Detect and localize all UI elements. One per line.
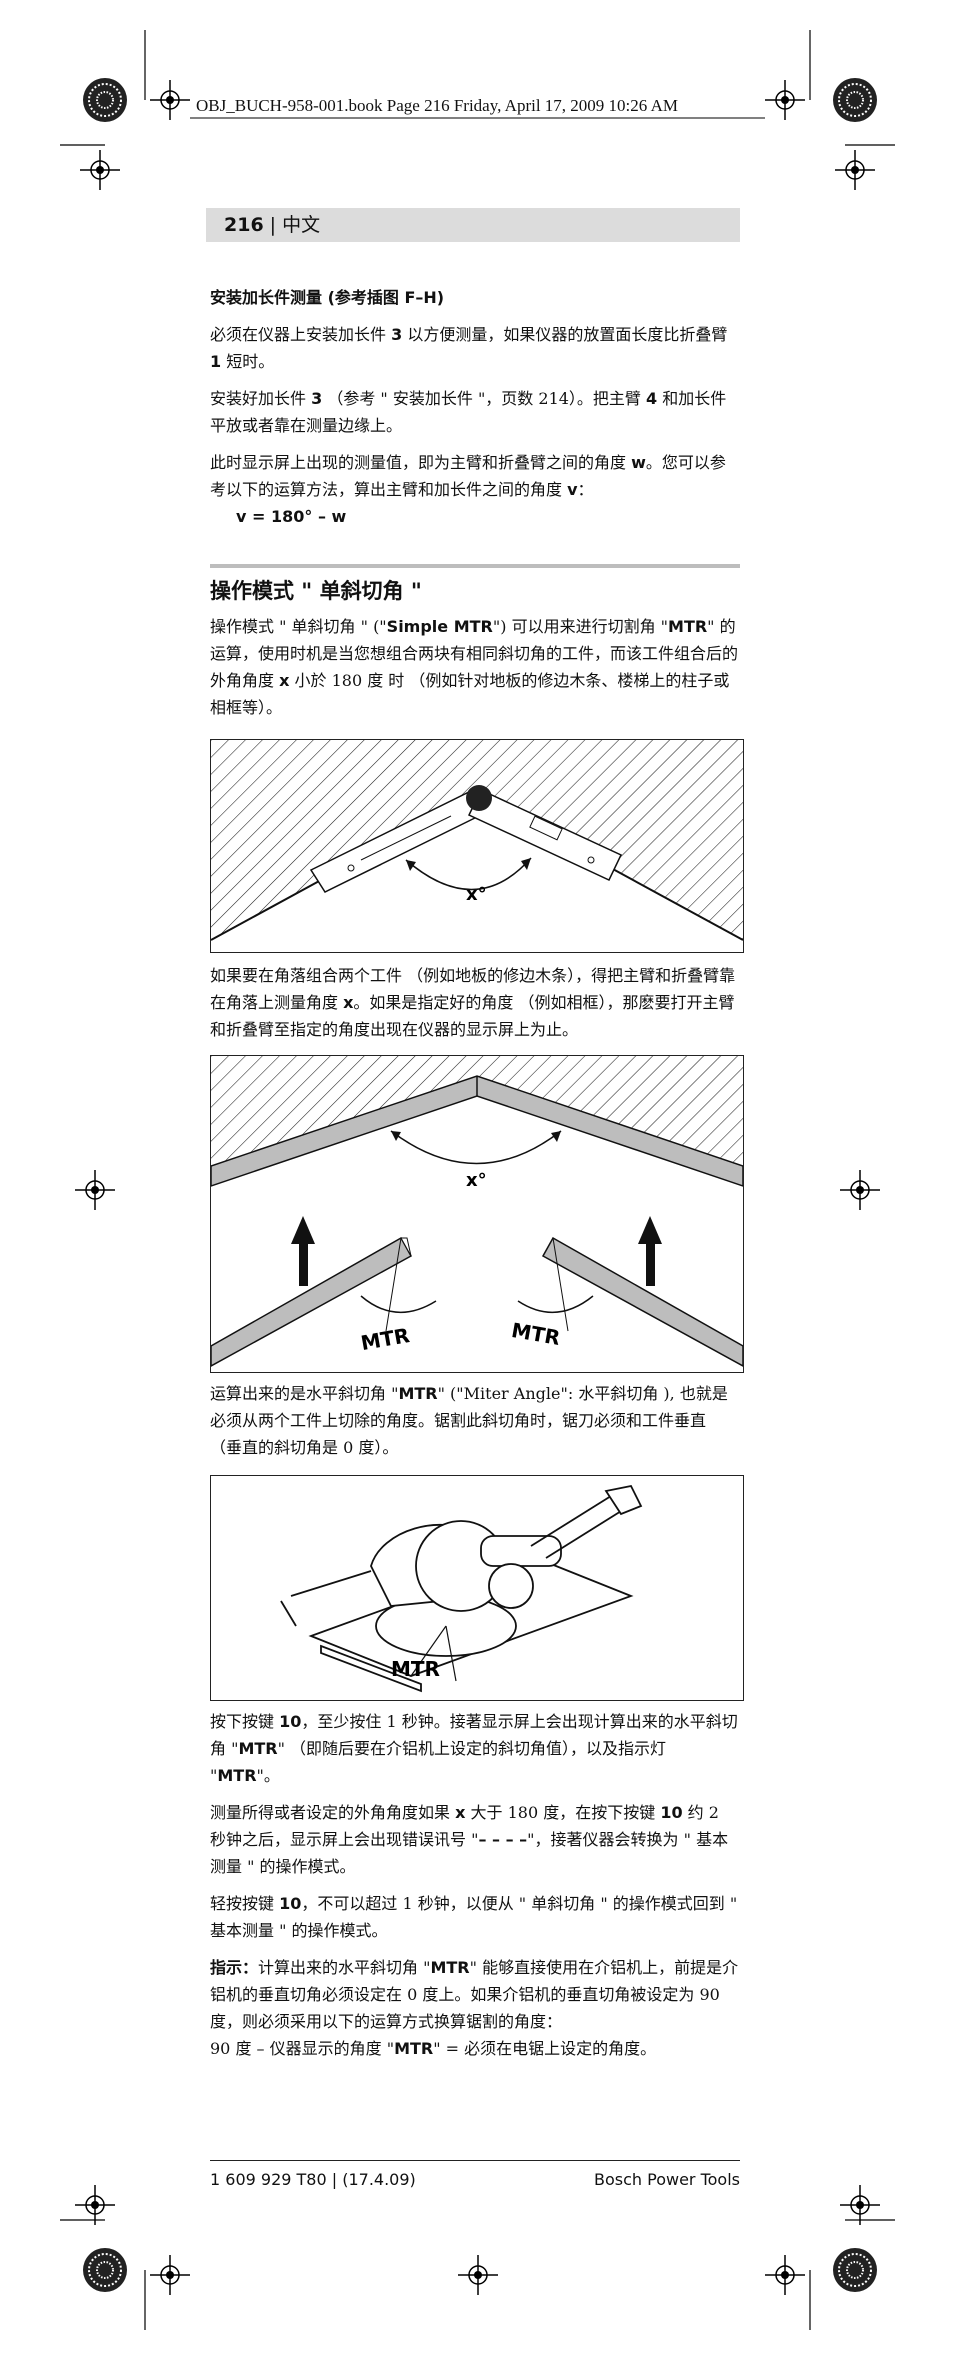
paragraph: 按下按键 10，至少按住 1 秒钟。接著显示屏上会出现计算出来的水平斜切角 "M… [210, 1712, 738, 1785]
page-number: 216 [224, 214, 264, 236]
section-heading: 操作模式 " 单斜切角 " [210, 579, 422, 603]
paragraph: 如果要在角落组合两个工件 （例如地板的修边木条），得把主臂和折叠臂靠在角落上测量… [210, 966, 736, 1039]
note-paragraph: 指示：计算出来的水平斜切角 "MTR" 能够直接使用在介铝机上，前提是介铝机的垂… [210, 1958, 739, 2031]
crosshair-icon [74, 1169, 116, 1211]
starburst-mark [833, 78, 877, 122]
starburst-mark [83, 78, 127, 122]
crosshair-icon [764, 79, 806, 121]
mtr-label-left: MTR [359, 1323, 411, 1355]
section-simple-mtr-cont2: 运算出来的是水平斜切角 "MTR" ("Miter Angle": 水平斜切角 … [210, 1380, 740, 1461]
page-separator: | [269, 214, 277, 236]
page-footer: 1 609 929 T80 | (17.4.09) Bosch Power To… [210, 2170, 740, 2189]
figure-miter-joint: x° MTR MTR [210, 1055, 744, 1373]
section-heading: 安装加长件测量 (参考插图 F–H) [210, 288, 445, 307]
paragraph: 测量所得或者设定的外角角度如果 x 大于 180 度，在按下按键 10 约 2 … [210, 1803, 729, 1876]
up-arrow-right-icon [638, 1216, 662, 1286]
starburst-mark [833, 2248, 877, 2292]
paragraph: 必须在仪器上安装加长件 3 以方便测量，如果仪器的放置面长度比折叠臂 1 短时。 [210, 325, 728, 371]
paragraph: 运算出来的是水平斜切角 "MTR" ("Miter Angle": 水平斜切角 … [210, 1384, 728, 1457]
paragraph: 此时显示屏上出现的测量值，即为主臂和折叠臂之间的角度 w。您可以参考以下的运算方… [210, 453, 726, 499]
up-arrow-left-icon [291, 1216, 315, 1286]
crosshair-icon [149, 2254, 191, 2296]
crosshair-icon [834, 149, 876, 191]
page-language: 中文 [282, 214, 321, 236]
mtr-label: MTR [391, 1657, 440, 1681]
crosshair-icon [839, 1169, 881, 1211]
crosshair-icon [74, 2184, 116, 2226]
paragraph: 操作模式 " 单斜切角 " ("Simple MTR") 可以用来进行切割角 "… [210, 617, 739, 717]
angle-label: x° [466, 884, 487, 905]
angle-label: x° [466, 1170, 487, 1191]
section-extension: 安装加长件测量 (参考插图 F–H) 必须在仪器上安装加长件 3 以方便测量，如… [210, 284, 740, 530]
figure-corner-measurement: x° [210, 739, 744, 953]
figure-miter-saw: MTR [210, 1475, 744, 1701]
footer-rule [210, 2160, 740, 2161]
section-rule [210, 564, 740, 568]
footer-doc-number: 1 609 929 T80 | (17.4.09) [210, 2170, 416, 2189]
miter-saw-drawing [280, 1484, 643, 1693]
paragraph: 安装好加长件 3 （参考 " 安装加长件 "，页数 214）。把主臂 4 和加长… [210, 389, 727, 435]
section-simple-mtr-cont3: 按下按键 10，至少按住 1 秒钟。接著显示屏上会出现计算出来的水平斜切角 "M… [210, 1708, 740, 2062]
footer-brand: Bosch Power Tools [594, 2170, 740, 2189]
page-header-bar: 216|中文 [206, 208, 740, 242]
workpiece-right [541, 1236, 743, 1367]
crosshair-icon [79, 149, 121, 191]
paragraph: 轻按按键 10，不可以超过 1 秒钟，以便从 " 单斜切角 " 的操作模式回到 … [210, 1894, 738, 1940]
note-formula: 90 度 – 仪器显示的角度 "MTR" = 必须在电锯上设定的角度。 [210, 2039, 657, 2058]
crosshair-icon [457, 2254, 499, 2296]
crosshair-icon [839, 2184, 881, 2226]
crosshair-icon [149, 79, 191, 121]
running-header: OBJ_BUCH-958-001.book Page 216 Friday, A… [196, 96, 678, 115]
section-simple-mtr: 操作模式 " 单斜切角 " 操作模式 " 单斜切角 " ("Simple MTR… [210, 578, 740, 721]
starburst-mark [83, 2248, 127, 2292]
hinge-icon [466, 785, 492, 811]
formula: v = 180° – w [236, 507, 347, 526]
mtr-label-right: MTR [510, 1318, 562, 1350]
section-simple-mtr-cont: 如果要在角落组合两个工件 （例如地板的修边木条），得把主臂和折叠臂靠在角落上测量… [210, 962, 740, 1043]
crosshair-icon [764, 2254, 806, 2296]
